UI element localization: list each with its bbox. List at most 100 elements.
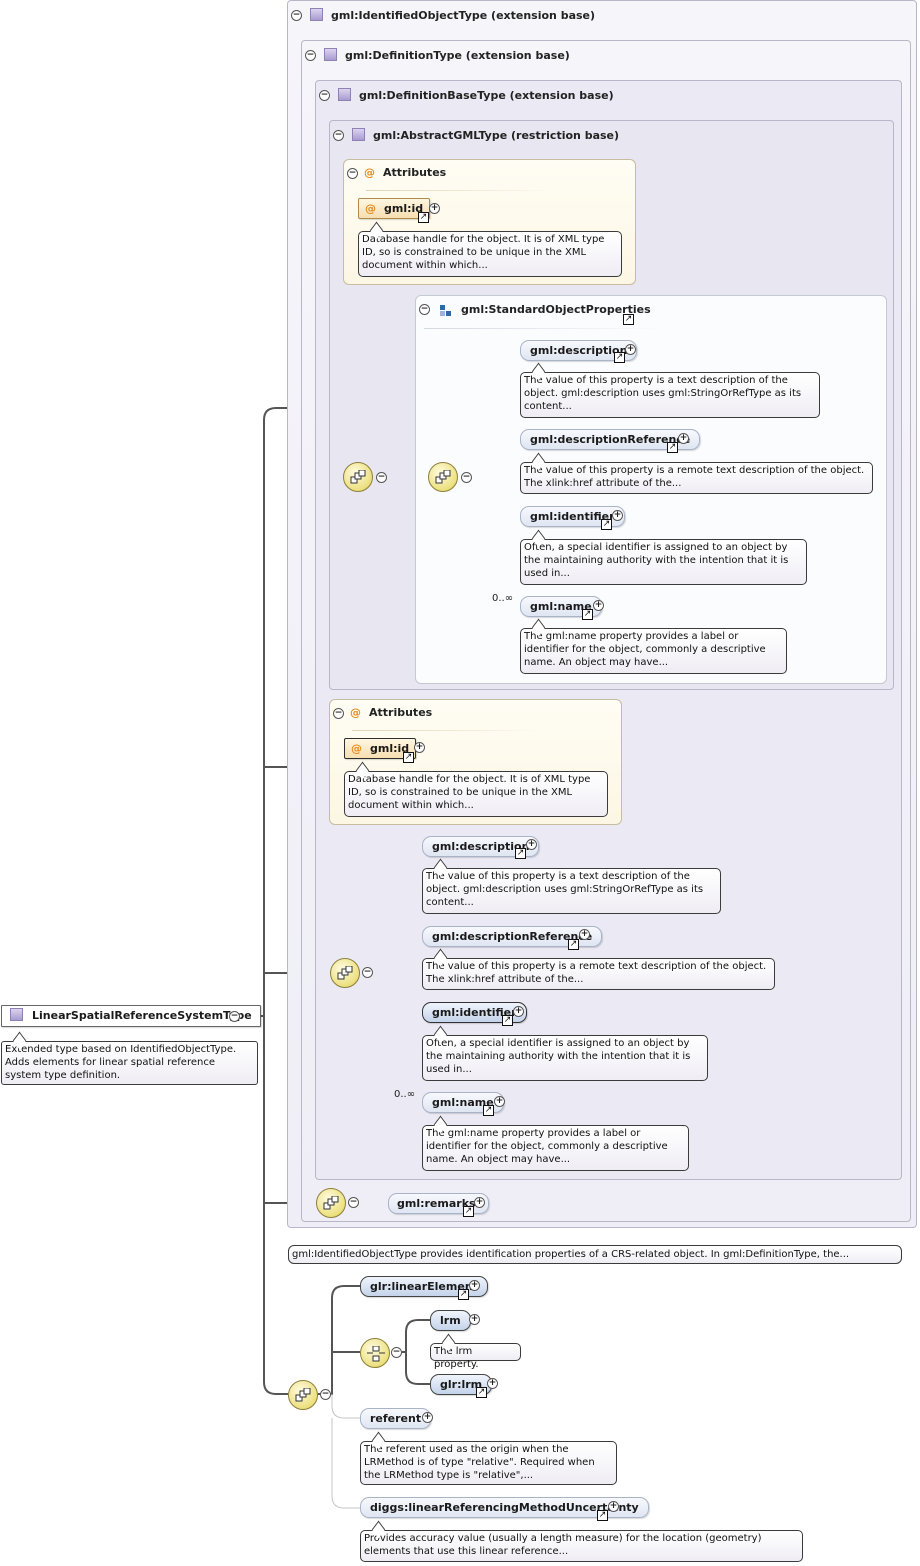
expand-icon[interactable]: + <box>593 600 604 611</box>
reference-arrow-icon[interactable]: ↗ <box>597 1510 608 1521</box>
complex-type-icon <box>310 8 323 21</box>
collapse-icon[interactable]: − <box>229 1011 240 1022</box>
expand-icon[interactable]: + <box>422 1412 433 1423</box>
reference-arrow-icon[interactable]: ↗ <box>458 1289 469 1300</box>
expand-icon[interactable]: + <box>513 1006 524 1017</box>
choice-icon <box>367 1346 385 1362</box>
cardinality: 0..∞ <box>394 1089 416 1100</box>
element-gml-description-reference[interactable]: gml:descriptionReference <box>422 926 603 947</box>
expand-icon[interactable]: + <box>429 203 440 214</box>
gml-id-doc: Database handle for the object. It is of… <box>358 231 622 277</box>
collapse-icon[interactable]: − <box>333 708 344 719</box>
box-title: gml:DefinitionType (extension base) <box>324 48 570 62</box>
collapse-icon[interactable]: − <box>319 90 330 101</box>
reference-arrow-icon[interactable]: ↗ <box>418 212 429 223</box>
collapse-icon[interactable]: − <box>320 1389 331 1400</box>
complex-type-icon <box>10 1008 23 1021</box>
reference-arrow-icon[interactable]: ↗ <box>667 442 678 453</box>
sequence-icon <box>350 470 366 484</box>
divider <box>352 730 542 731</box>
gml-id-attribute[interactable]: @gml:id <box>344 738 417 759</box>
expand-icon[interactable]: + <box>625 344 636 355</box>
element-doc: The value of this property is a remote t… <box>520 462 873 494</box>
sequence-compositor[interactable] <box>330 958 360 988</box>
element-doc: Provides accuracy value (usually a lengt… <box>360 1530 803 1562</box>
element-doc: The gml:name property provides a label o… <box>520 628 787 674</box>
expand-icon[interactable]: + <box>487 1378 498 1389</box>
element-linear-referencing-method-uncertainty[interactable]: diggs:linearReferencingMethodUncertainty <box>360 1497 649 1518</box>
box-title: @Attributes <box>364 166 447 179</box>
reference-arrow-icon[interactable]: ↗ <box>403 752 414 763</box>
attribute-icon: @ <box>365 202 376 215</box>
cardinality: 0..∞ <box>492 593 514 604</box>
complex-type-icon <box>338 88 351 101</box>
box-title: @Attributes <box>350 706 433 719</box>
gml-id-doc: Database handle for the object. It is of… <box>344 771 608 817</box>
element-gml-description-reference[interactable]: gml:descriptionReference <box>520 429 701 450</box>
sequence-compositor[interactable] <box>316 1188 346 1218</box>
expand-icon[interactable]: + <box>608 1501 619 1512</box>
box-title: gml:IdentifiedObjectType (extension base… <box>310 8 595 22</box>
element-gml-identifier[interactable]: gml:identifier <box>422 1002 527 1023</box>
collapse-icon[interactable]: − <box>461 472 472 483</box>
attribute-icon: @ <box>364 166 375 179</box>
element-doc: The referent used as the origin when the… <box>360 1441 617 1485</box>
box-title: gml:DefinitionBaseType (extension base) <box>338 88 614 102</box>
element-doc: The lrm property. <box>430 1343 521 1370</box>
expand-icon[interactable]: + <box>579 929 590 940</box>
collapse-icon[interactable]: − <box>391 1347 402 1358</box>
collapse-icon[interactable]: − <box>362 967 373 978</box>
collapse-icon[interactable]: − <box>347 168 358 179</box>
element-doc: The gml:name property provides a label o… <box>422 1125 689 1171</box>
expand-icon[interactable]: + <box>474 1197 485 1208</box>
collapse-icon[interactable]: − <box>305 50 316 61</box>
element-gml-description[interactable]: gml:description <box>520 340 638 361</box>
collapse-icon[interactable]: − <box>348 1197 359 1208</box>
element-doc: Often, a special identifier is assigned … <box>520 539 807 585</box>
sequence-compositor[interactable] <box>343 462 373 492</box>
element-referent[interactable]: referent <box>360 1408 432 1429</box>
element-gml-name[interactable]: gml:name <box>520 596 602 617</box>
complex-type-icon <box>324 48 337 61</box>
element-doc: The value of this property is a text des… <box>422 868 721 914</box>
expand-icon[interactable]: + <box>526 839 537 850</box>
sequence-compositor[interactable] <box>428 462 458 492</box>
expand-icon[interactable]: + <box>612 510 623 521</box>
box-title: gml:AbstractGMLType (restriction base) <box>352 128 619 142</box>
element-doc: The value of this property is a text des… <box>520 372 820 418</box>
root-doc: Extended type based on IdentifiedObjectT… <box>1 1041 258 1085</box>
divider <box>424 328 664 329</box>
element-doc: Often, a special identifier is assigned … <box>422 1035 708 1081</box>
sequence-icon <box>323 1196 339 1210</box>
collapse-icon[interactable]: − <box>376 472 387 483</box>
reference-arrow-icon[interactable]: ↗ <box>476 1387 487 1398</box>
collapse-icon[interactable]: − <box>419 304 430 315</box>
expand-icon[interactable]: + <box>469 1314 480 1325</box>
reference-arrow-icon[interactable]: ↗ <box>623 314 634 325</box>
attribute-icon: @ <box>351 742 362 755</box>
reference-arrow-icon[interactable]: ↗ <box>515 848 526 859</box>
element-glr-linear-element[interactable]: glr:linearElement <box>360 1276 488 1297</box>
root-type-linear-spatial-reference-system[interactable]: LinearSpatialReferenceSystemType <box>1 1005 261 1027</box>
reference-arrow-icon[interactable]: ↗ <box>463 1206 474 1217</box>
expand-icon[interactable]: + <box>469 1280 480 1291</box>
expand-icon[interactable]: + <box>494 1096 505 1107</box>
reference-arrow-icon[interactable]: ↗ <box>483 1105 494 1116</box>
reference-arrow-icon[interactable]: ↗ <box>614 352 625 363</box>
element-lrm[interactable]: lrm <box>430 1310 471 1331</box>
sequence-compositor[interactable] <box>288 1380 318 1410</box>
choice-compositor[interactable] <box>360 1338 390 1368</box>
reference-arrow-icon[interactable]: ↗ <box>582 609 593 620</box>
reference-arrow-icon[interactable]: ↗ <box>568 939 579 950</box>
identified-object-type-doc: gml:IdentifiedObjectType provides identi… <box>288 1245 902 1264</box>
collapse-icon[interactable]: − <box>333 130 344 141</box>
expand-icon[interactable]: + <box>414 742 425 753</box>
expand-icon[interactable]: + <box>678 433 689 444</box>
element-gml-identifier[interactable]: gml:identifier <box>520 506 625 527</box>
sequence-icon <box>295 1388 311 1402</box>
collapse-icon[interactable]: − <box>291 10 302 21</box>
element-doc: The value of this property is a remote t… <box>422 958 775 990</box>
reference-arrow-icon[interactable]: ↗ <box>601 519 612 530</box>
element-gml-description[interactable]: gml:description <box>422 836 540 857</box>
reference-arrow-icon[interactable]: ↗ <box>502 1015 513 1026</box>
